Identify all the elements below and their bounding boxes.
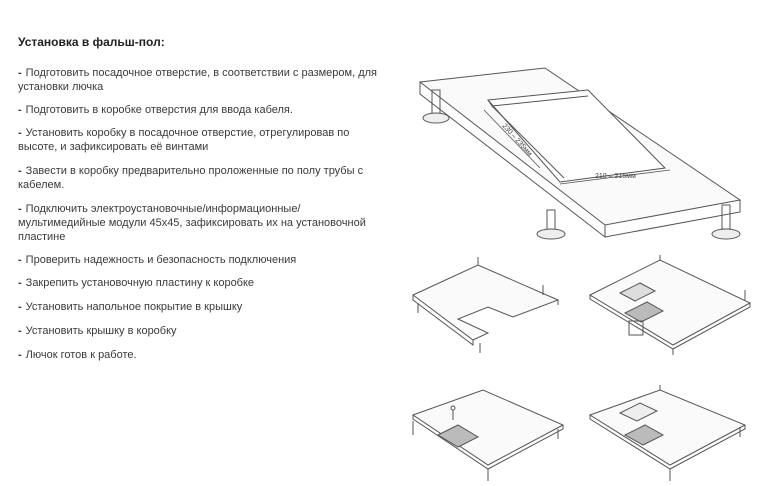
step-text: Завести в коробку предварительно проложе… xyxy=(18,165,364,191)
step-item: -Завести в коробку предварительно пролож… xyxy=(18,165,364,191)
step-text: Проверить надежность и безопасность подк… xyxy=(25,254,297,266)
step-text: Подготовить посадочное отверстие, в соот… xyxy=(18,67,377,93)
floor-panel-cutout-illustration: 230 – 235мм 210 – 215мм xyxy=(418,67,742,240)
step-text: Подготовить в коробке отверстия для ввод… xyxy=(25,104,293,116)
step-text: Закрепить установочную пластину к коробк… xyxy=(25,277,255,289)
step-text: Установить напольное покрытие в крышку xyxy=(25,301,243,313)
step-item: -Установить коробку в посадочное отверст… xyxy=(18,127,350,153)
step-item: -Подготовить посадочное отверстие, в соо… xyxy=(18,67,377,93)
installation-steps-list: -Подготовить посадочное отверстие, в соо… xyxy=(18,66,388,362)
step-text: Установить крышку в коробку xyxy=(25,325,177,337)
width-dimension-label: 210 – 215мм xyxy=(595,173,636,180)
step-item: -Закрепить установочную пластину к короб… xyxy=(18,277,255,289)
step-text: Лючок готов к работе. xyxy=(25,349,137,361)
panel-cut-corner-illustration xyxy=(412,257,560,353)
step-text: Подключить электроустановочные/информаци… xyxy=(18,203,366,243)
box-installed-illustration xyxy=(588,255,752,355)
step-item: -Установить напольное покрытие в крышку xyxy=(18,301,243,313)
step-item: -Установить крышку в коробку xyxy=(18,325,177,337)
step-item: -Проверить надежность и безопасность под… xyxy=(18,254,297,266)
step-item: -Подготовить в коробке отверстия для вво… xyxy=(18,104,293,116)
lid-installation-illustration xyxy=(588,385,747,481)
step-item: -Подключить электроустановочные/информац… xyxy=(18,203,366,243)
section-heading: Установка в фальш-пол: xyxy=(18,35,165,49)
step-text: Установить коробку в посадочное отверсти… xyxy=(18,127,350,153)
modules-connection-illustration xyxy=(411,389,565,481)
step-item: -Лючок готов к работе. xyxy=(18,349,137,361)
